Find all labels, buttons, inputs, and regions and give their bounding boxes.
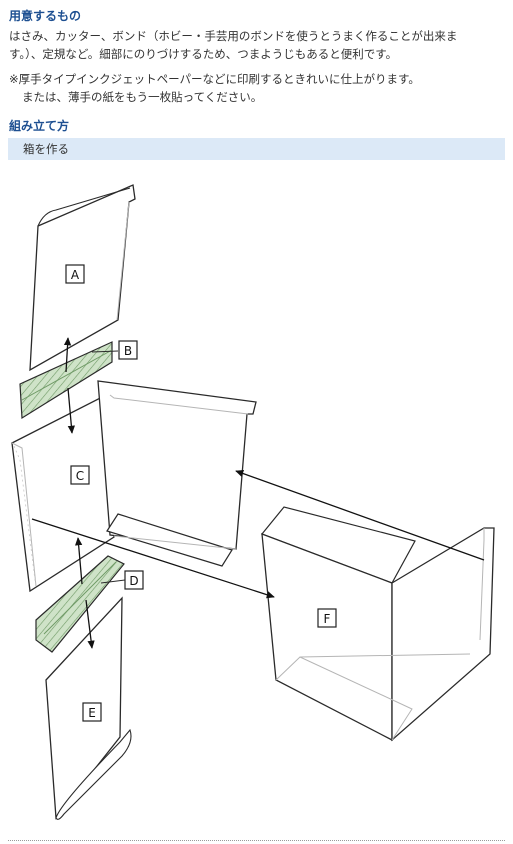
box-f	[261, 506, 495, 742]
arrow-b-down	[67, 387, 75, 434]
flap-b	[19, 341, 113, 420]
arrow-b-up	[63, 337, 72, 373]
arrow-d-up	[75, 537, 83, 585]
printing-note: ※厚手タイプインクジェットペーパーなどに印刷するときれいに仕上がります。 または…	[9, 70, 509, 106]
label-a: A	[65, 264, 85, 284]
label-b: B	[118, 340, 138, 360]
printing-note-line-2: または、薄手の紙をもう一枚貼ってください。	[22, 90, 263, 104]
assembly-arrows	[31, 337, 485, 649]
arrow-c-to-f	[31, 518, 275, 599]
label-d: D	[124, 570, 144, 590]
bottom-divider	[8, 840, 505, 841]
assembly-heading: 組み立て方	[9, 119, 70, 133]
arrow-d-down	[85, 599, 95, 649]
label-c: C	[70, 465, 90, 485]
materials-description: はさみ、カッター、ボンド（ホビー・手芸用のボンドを使うとうまく作ることが出来ま …	[9, 27, 509, 63]
leader-b	[91, 350, 119, 353]
label-d-text: D	[129, 574, 138, 588]
leader-d	[100, 579, 126, 584]
printing-note-line-1: ※厚手タイプインクジェットペーパーなどに印刷するときれいに仕上がります。	[9, 72, 420, 86]
label-c-text: C	[76, 469, 84, 483]
materials-heading: 用意するもの	[9, 9, 82, 23]
panel-c	[11, 380, 257, 593]
arrow-f-to-c	[235, 470, 485, 561]
label-b-text: B	[124, 344, 132, 358]
flap-d	[35, 555, 125, 653]
label-f: F	[317, 608, 337, 628]
step-title-bar: 箱を作る	[8, 138, 505, 160]
label-e: E	[82, 702, 102, 722]
label-a-text: A	[71, 268, 80, 282]
label-f-text: F	[324, 612, 331, 626]
materials-line-1: はさみ、カッター、ボンド（ホビー・手芸用のボンドを使うとうまく作ることが出来ま	[9, 29, 458, 43]
label-e-text: E	[88, 706, 96, 720]
assembly-diagram: A B C D E F	[11, 184, 495, 820]
materials-line-2: す。）、定規など。細部にのりづけするため、つまようじもあると便利です。	[9, 47, 398, 61]
